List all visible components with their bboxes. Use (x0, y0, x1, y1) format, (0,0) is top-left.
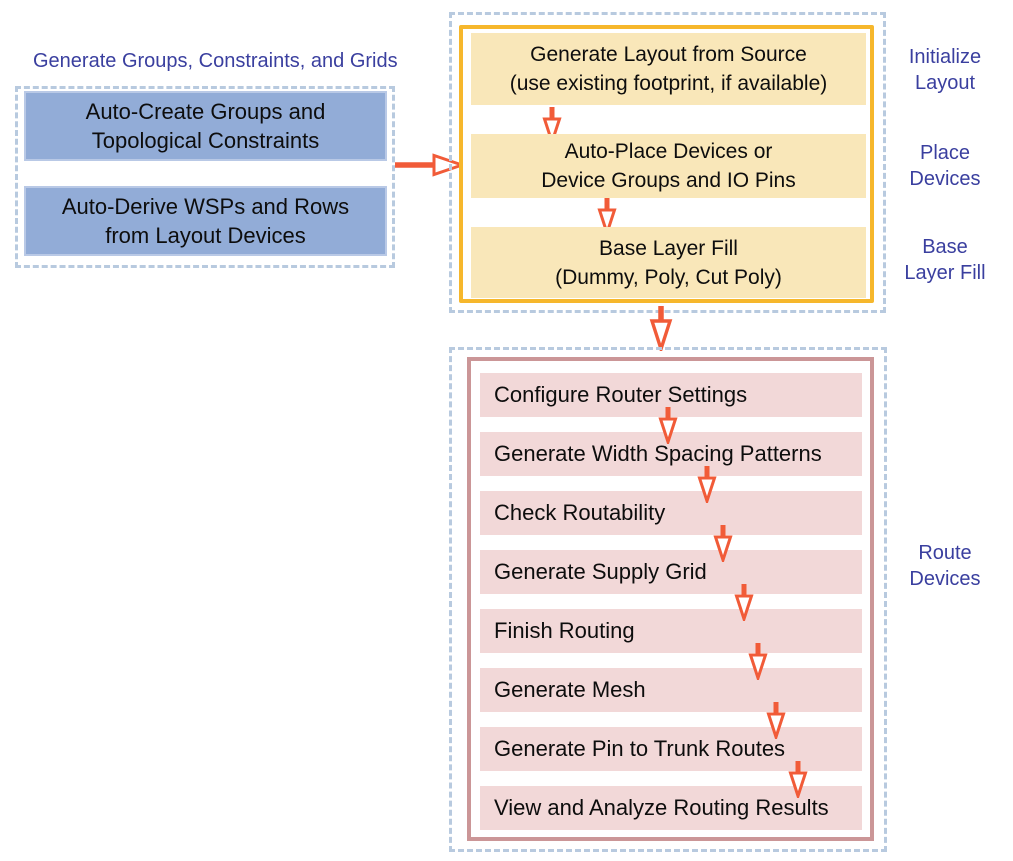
arrow-down-icon (787, 760, 809, 801)
step-generate-width-spacing-patterns: Generate Width Spacing Patterns (480, 432, 862, 476)
arrow-down-icon (733, 583, 755, 624)
auto-create-groups-line2: Topological Constraints (91, 128, 320, 153)
auto-derive-wsps-box: Auto-Derive WSPs and Rows from Layout De… (24, 186, 387, 256)
place-devices-label: Place Devices (909, 142, 981, 190)
step-check-routability: Check Routability (480, 491, 862, 535)
left-group-dashed-box (15, 86, 395, 268)
route-group-dashed-box (449, 347, 887, 852)
arrow-down-icon (648, 305, 674, 355)
left-group-title: Generate Groups, Constraints, and Grids (33, 50, 398, 72)
base-layer-fill-label: Base Layer Fill (904, 236, 986, 284)
auto-place-devices-box: Auto-Place Devices or Device Groups and … (471, 134, 866, 198)
arrow-down-icon (712, 524, 734, 565)
arrow-down-icon (696, 465, 718, 506)
step-generate-supply-grid: Generate Supply Grid (480, 550, 862, 594)
arrow-down-icon (765, 701, 787, 742)
step-configure-router-settings: Configure Router Settings (480, 373, 862, 417)
initialize-layout-label: Initialize Layout (908, 46, 982, 94)
auto-create-groups-box: Auto-Create Groups and Topological Const… (24, 91, 387, 161)
auto-create-groups-line1: Auto-Create Groups and (85, 99, 326, 124)
auto-place-devices-line2: Device Groups and IO Pins (541, 169, 796, 192)
arrow-down-icon (541, 106, 563, 147)
base-layer-fill-box: Base Layer Fill (Dummy, Poly, Cut Poly) (471, 227, 866, 298)
arrow-right-icon (394, 152, 467, 178)
base-layer-fill-line2: (Dummy, Poly, Cut Poly) (555, 265, 782, 289)
auto-place-devices-line1: Auto-Place Devices or (564, 140, 773, 163)
route-devices-label: Route Devices (909, 542, 981, 590)
generate-layout-box: Generate Layout from Source (use existin… (471, 33, 866, 105)
arrow-down-icon (657, 406, 679, 447)
base-layer-fill-line1: Base Layer Fill (599, 236, 738, 260)
auto-derive-wsps-line1: Auto-Derive WSPs and Rows (61, 194, 350, 219)
init-group-dashed-box (449, 12, 886, 313)
generate-layout-line2: (use existing footprint, if available) (509, 72, 828, 95)
step-finish-routing: Finish Routing (480, 609, 862, 653)
generate-layout-line1: Generate Layout from Source (530, 43, 807, 66)
step-generate-mesh: Generate Mesh (480, 668, 862, 712)
arrow-down-icon (747, 642, 769, 683)
auto-derive-wsps-line2: from Layout Devices (105, 223, 306, 248)
arrow-down-icon (596, 197, 618, 238)
